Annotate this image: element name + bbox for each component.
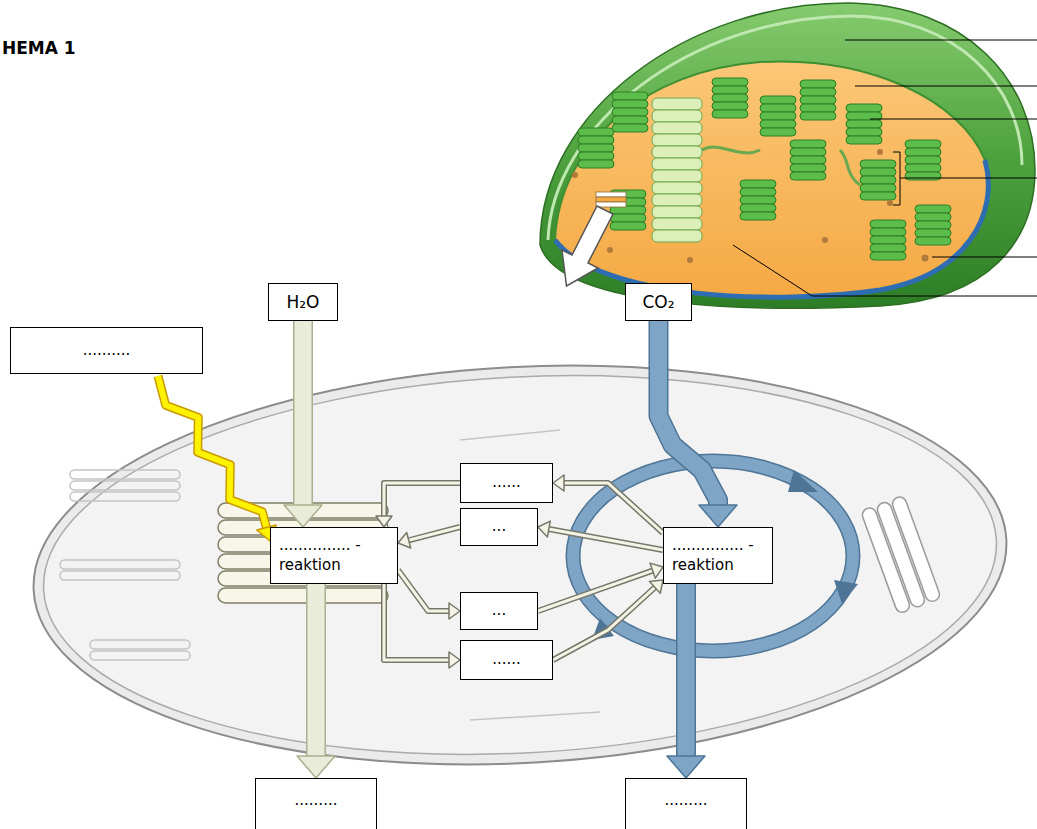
arrow-head (449, 652, 460, 668)
chloroplast-outline (23, 342, 1016, 788)
connector-body (384, 584, 449, 660)
connector-outline (384, 483, 460, 516)
box-text: ...... (492, 650, 521, 670)
arrow-head (553, 475, 564, 491)
connector-body (678, 584, 695, 756)
input-box: H₂O (268, 283, 338, 321)
connector-body (549, 529, 663, 550)
chloroplast-3d (540, 3, 1035, 308)
connector-body (564, 483, 663, 533)
arrow-head (650, 563, 663, 578)
molecule-box: ... (460, 508, 538, 546)
leader-lines (733, 40, 1037, 296)
arrow-head (449, 603, 460, 619)
light-bolt (158, 376, 276, 541)
box-text: ......... (295, 791, 338, 811)
box-text: ............... - reaktion (672, 536, 764, 575)
molecule-box: ... (460, 592, 538, 630)
box-text: ...... (492, 473, 521, 493)
connector-outline (676, 584, 696, 756)
arrow-head (376, 516, 392, 527)
faint-thylakoids (60, 430, 600, 720)
arrow-head (538, 521, 550, 537)
zoom-arrow (562, 206, 613, 286)
connector-body (384, 483, 460, 516)
flow-arrow (667, 584, 705, 778)
box-text: CO₂ (642, 291, 674, 313)
connector-body (158, 376, 266, 528)
reaction-box: ............... - reaktion (270, 527, 398, 584)
flow-arrow (376, 483, 460, 527)
arrow-head (667, 756, 705, 778)
input-box: CO₂ (625, 283, 692, 321)
connector-outline (306, 584, 326, 756)
connector-outline (384, 584, 449, 660)
output-box: ......... (625, 778, 747, 829)
flow-arrow (538, 563, 663, 611)
arrow-head (699, 505, 737, 527)
flow-arrow (538, 521, 663, 550)
arrow-head (284, 505, 322, 527)
connector-body (659, 321, 719, 505)
flow-arrow (553, 475, 663, 533)
connector-outline (549, 529, 663, 550)
connector-outline (293, 321, 313, 505)
arrow-head (650, 580, 664, 593)
connector-outline (158, 376, 266, 528)
box-text: ... (492, 601, 506, 621)
box-text: ... (492, 517, 506, 537)
connector-outline (659, 321, 719, 505)
connector-body (398, 570, 449, 611)
connector-body (409, 527, 460, 540)
flow-arrow (297, 584, 335, 778)
figure-label: HEMA 1 (2, 38, 76, 58)
arrow-head (297, 756, 335, 778)
output-box: ......... (255, 778, 377, 829)
box-text: H₂O (287, 291, 320, 313)
arrow-head (398, 533, 411, 549)
connector-body (308, 584, 325, 756)
flow-arrow (284, 321, 322, 527)
connector-outline (564, 483, 663, 533)
flow-arrow (398, 570, 460, 619)
connector-body (553, 587, 655, 660)
connector-outline (398, 570, 449, 611)
thylakoid-stack-right (861, 495, 942, 614)
connector-outline (553, 587, 655, 660)
flow-arrow (384, 584, 460, 668)
molecule-box: ...... (460, 463, 553, 503)
box-text: ......... (665, 791, 708, 811)
box-text: ............... - reaktion (279, 536, 389, 575)
reaction-box: ............... - reaktion (663, 527, 773, 584)
input-box: .......... (10, 327, 203, 374)
flow-arrow (553, 580, 663, 660)
connector-body (295, 321, 312, 505)
flow-arrow (398, 527, 460, 548)
molecule-box: ...... (460, 640, 553, 680)
connector-outline (409, 527, 460, 540)
box-text: .......... (83, 341, 131, 361)
flow-arrow (659, 321, 738, 527)
